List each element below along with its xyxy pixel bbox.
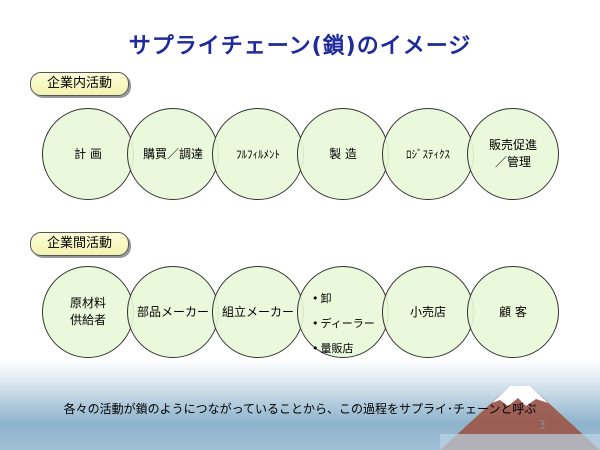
circle-customer: [467, 266, 559, 358]
label-customer: 顧 客: [499, 304, 527, 319]
dealer-item-wholesale: 卸: [312, 286, 375, 311]
circle-purchasing: [127, 108, 219, 200]
circle-logistics: [382, 108, 474, 200]
circle-raw-material-supplier: [42, 266, 134, 358]
circle-fulfillment: [212, 108, 304, 200]
label-parts-maker: 部品メーカー: [136, 304, 209, 319]
section-label-external: 企業間活動: [30, 232, 130, 256]
page-title: サプライチェーン(鎖)のイメージ: [128, 34, 472, 59]
label-logistics: ﾛｼﾞｽﾃｨｸｽ: [406, 147, 450, 161]
label-raw-material-supplier: 原材料 供給者: [69, 296, 106, 327]
label-purchasing: 購買／調達: [142, 146, 203, 161]
label-assembly-maker: 組立メーカー: [221, 304, 294, 319]
mount-fuji-image: [440, 386, 600, 450]
page-number: 3: [538, 418, 546, 432]
label-retailer: 小売店: [409, 304, 446, 319]
circle-sales-promotion: [467, 108, 559, 200]
dealer-item-dealer: ディーラー: [312, 311, 375, 336]
circle-planning: [42, 108, 134, 200]
footer-caption: 各々の活動が鎖のようにつながっていることから、この過程をサプライ･チェーンと呼ぶ: [63, 402, 537, 416]
label-planning: 計 画: [74, 146, 102, 161]
circle-parts-maker: [127, 266, 219, 358]
dealer-item-mass-retailer: 量販店: [312, 336, 375, 361]
label-manufacturing: 製 造: [329, 146, 357, 161]
dealer-list: 卸 ディーラー 量販店: [312, 286, 375, 361]
section-label-internal: 企業内活動: [30, 72, 130, 96]
circle-assembly-maker: [212, 266, 304, 358]
label-sales-promotion: 販売促進 ／管理: [488, 138, 537, 169]
label-fulfillment: ﾌﾙﾌｨﾙﾒﾝﾄ: [236, 147, 280, 161]
